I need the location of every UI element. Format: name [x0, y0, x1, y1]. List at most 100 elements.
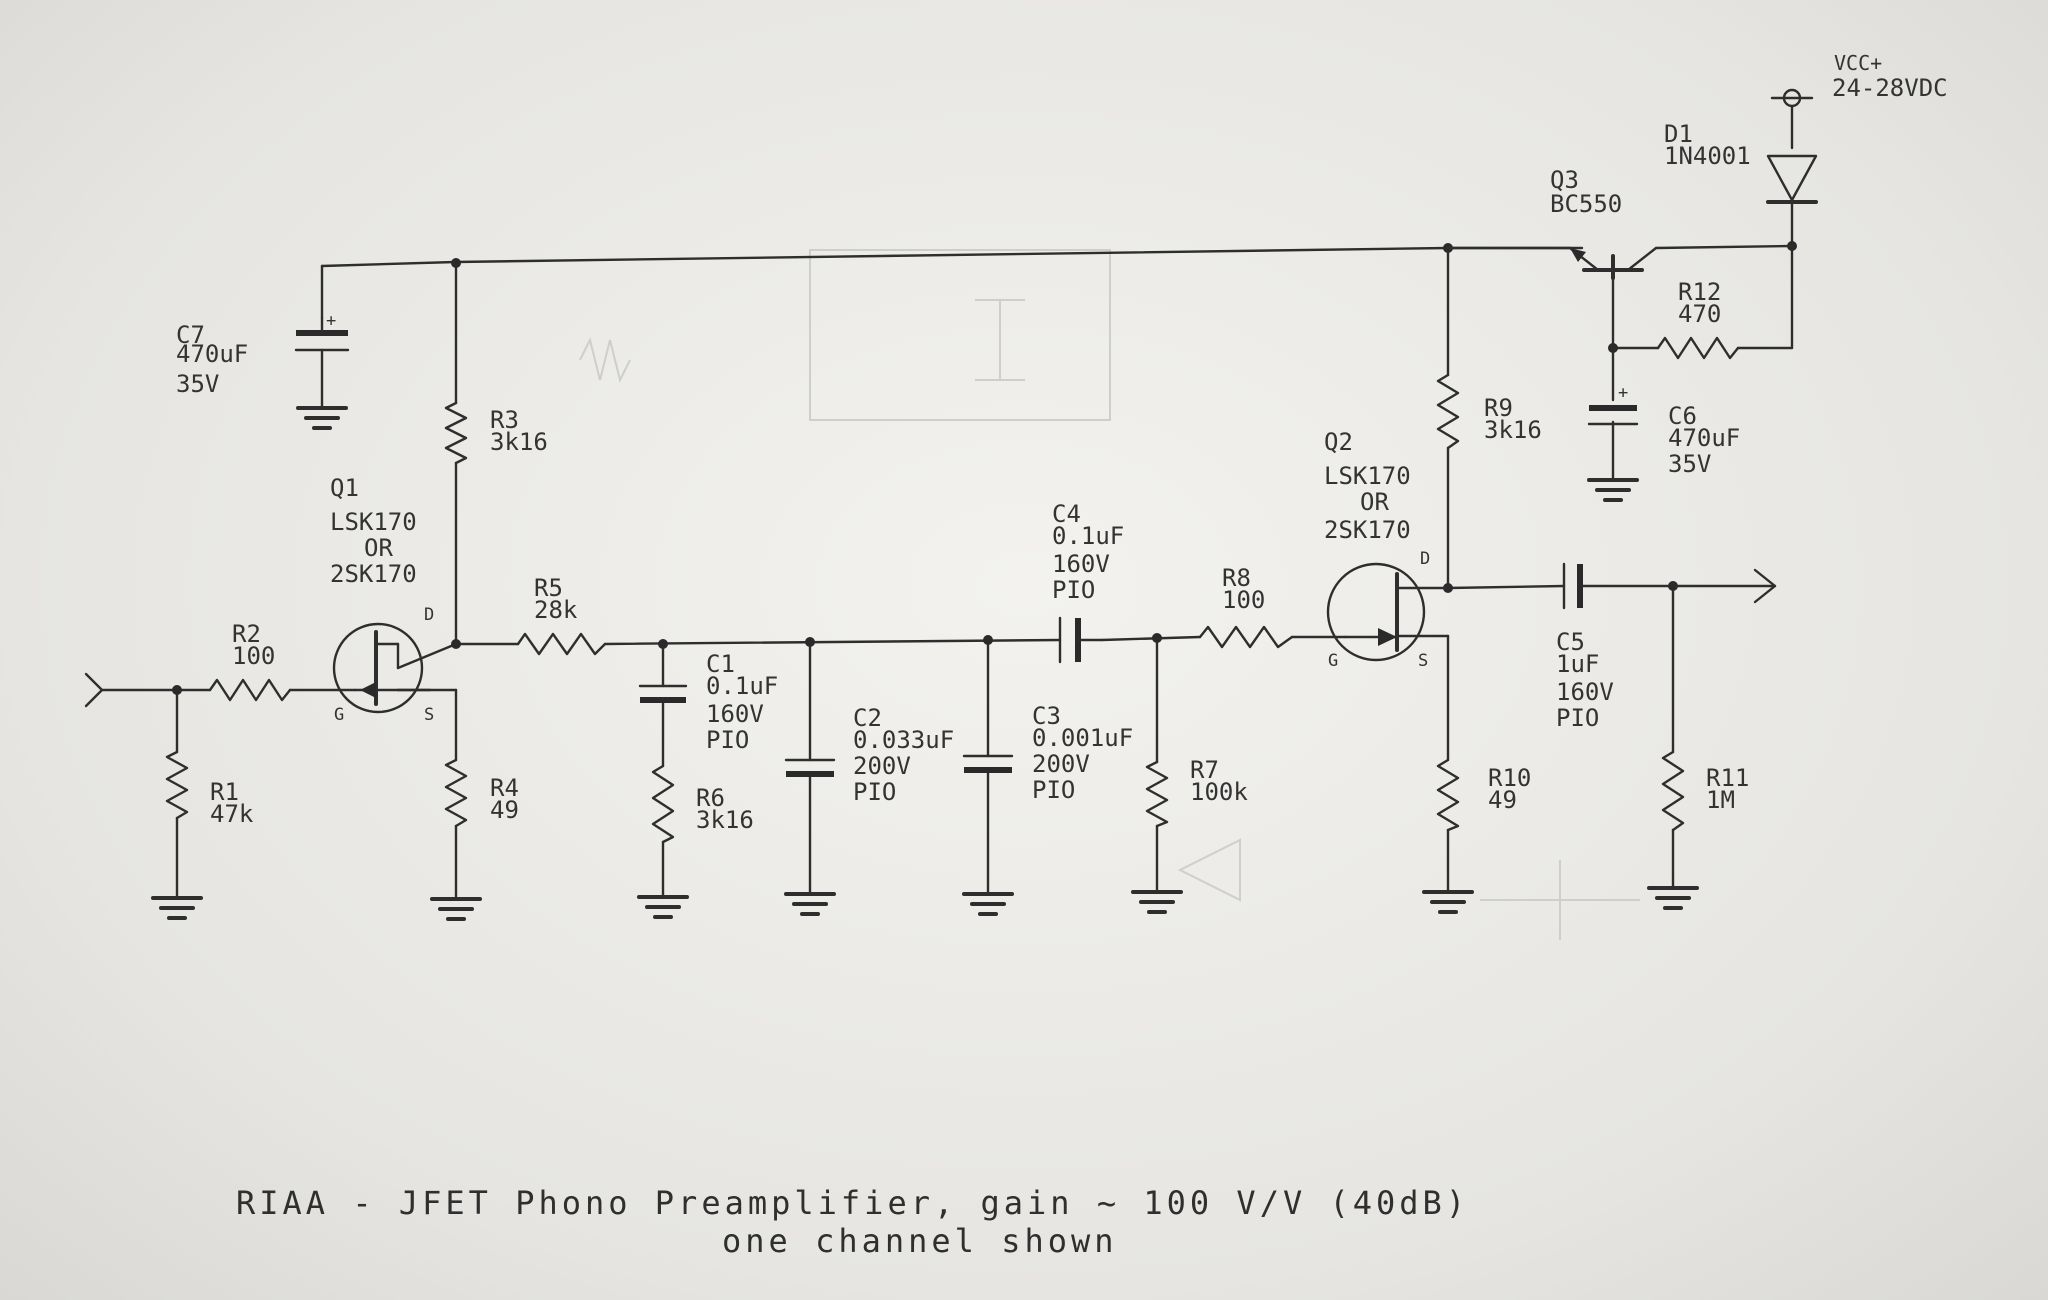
q1-gate-pin: G — [334, 705, 344, 725]
c1-ref: C1 — [706, 650, 735, 678]
diagram-title: RIAA - JFET Phono Preamplifier, gain ~ 1… — [236, 1184, 1469, 1222]
labels: VCC+ 24-28VDC C7 470uF 35V + R3 3k16 Q1 … — [176, 51, 1948, 1260]
r2-value: 100 — [232, 642, 275, 670]
c2-rating: 200V — [853, 752, 911, 780]
diode-d1 — [1766, 154, 1818, 204]
q1-ref: Q1 — [330, 474, 359, 502]
r10-value: 49 — [1488, 786, 1517, 814]
c6-rating: 35V — [1668, 450, 1711, 478]
q2-or: OR — [1360, 488, 1389, 516]
r7-ref: R7 — [1190, 756, 1219, 784]
c7-value: 470uF — [176, 340, 248, 368]
q2-ref: Q2 — [1324, 428, 1353, 456]
output-arrow — [1753, 568, 1777, 604]
capacitor-c1 — [638, 684, 688, 703]
d1-part: 1N4001 — [1664, 142, 1751, 170]
c1-value: 0.1uF — [706, 672, 778, 700]
bjt-q3 — [1446, 244, 1794, 280]
resistor-r10 — [1436, 758, 1460, 832]
r3-value: 3k16 — [490, 428, 548, 456]
junction-dots — [172, 241, 1797, 695]
vcc-voltage-label: 24-28VDC — [1832, 74, 1948, 102]
r7-value: 100k — [1190, 778, 1248, 806]
resistor-r1 — [165, 750, 189, 820]
c6-plus: + — [1618, 383, 1628, 403]
r2-ref: R2 — [232, 620, 261, 648]
q2-source-pin: S — [1418, 651, 1428, 671]
q2-drain-pin: D — [1420, 549, 1430, 569]
jfet-q2 — [1326, 562, 1450, 662]
d1-ref: D1 — [1664, 120, 1693, 148]
c5-value: 1uF — [1556, 650, 1599, 678]
c6-ref: C6 — [1668, 402, 1697, 430]
r3-ref: R3 — [490, 406, 519, 434]
resistor-r12 — [1656, 336, 1740, 360]
q1-source-pin: S — [424, 705, 434, 725]
r8-ref: R8 — [1222, 564, 1251, 592]
jfet-q1 — [332, 622, 424, 714]
vcc-label: VCC+ — [1834, 51, 1882, 75]
capacitor-c4 — [1058, 616, 1104, 664]
c2-type: PIO — [853, 778, 896, 806]
q2-part: LSK170 — [1324, 462, 1411, 490]
c2-value: 0.033uF — [853, 726, 954, 754]
c5-rating: 160V — [1556, 678, 1614, 706]
r11-value: 1M — [1706, 786, 1735, 814]
r12-value: 470 — [1678, 300, 1721, 328]
resistor-r6 — [651, 764, 675, 844]
ground-symbols — [151, 406, 1699, 921]
resistor-r9 — [1436, 373, 1460, 450]
r1-ref: R1 — [210, 778, 239, 806]
resistor-r8 — [1198, 625, 1294, 649]
q1-or: OR — [364, 534, 393, 562]
r5-ref: R5 — [534, 574, 563, 602]
r9-value: 3k16 — [1484, 416, 1542, 444]
q3-ref: Q3 — [1550, 166, 1579, 194]
c1-type: PIO — [706, 726, 749, 754]
r4-value: 49 — [490, 796, 519, 824]
c3-rating: 200V — [1032, 750, 1090, 778]
r6-value: 3k16 — [696, 806, 754, 834]
r12-ref: R12 — [1678, 278, 1721, 306]
c4-value: 0.1uF — [1052, 522, 1124, 550]
capacitor-c3 — [962, 754, 1014, 773]
c5-ref: C5 — [1556, 628, 1585, 656]
input-arrow — [84, 672, 104, 708]
diagram-subtitle: one channel shown — [722, 1222, 1118, 1260]
r4-ref: R4 — [490, 774, 519, 802]
c1-rating: 160V — [706, 700, 764, 728]
q3-part: BC550 — [1550, 190, 1622, 218]
c7-plus: + — [326, 311, 336, 331]
r6-ref: R6 — [696, 784, 725, 812]
resistor-r7 — [1145, 760, 1169, 828]
capacitor-c2 — [784, 758, 836, 777]
c3-type: PIO — [1032, 776, 1075, 804]
capacitor-c7 — [294, 316, 350, 408]
capacitor-c6 — [1587, 405, 1639, 426]
c4-rating: 160V — [1052, 550, 1110, 578]
resistor-r3 — [444, 401, 468, 465]
q2-gate-pin: G — [1328, 651, 1338, 671]
r11-ref: R11 — [1706, 764, 1749, 792]
r10-ref: R10 — [1488, 764, 1531, 792]
resistor-r5 — [516, 632, 607, 656]
vcc-terminal — [1770, 88, 1814, 108]
capacitor-c5 — [1562, 562, 1583, 610]
c4-type: PIO — [1052, 576, 1095, 604]
c7-rating: 35V — [176, 370, 219, 398]
c7-ref: C7 — [176, 321, 205, 349]
r1-value: 47k — [210, 800, 254, 828]
c2-ref: C2 — [853, 704, 882, 732]
resistor-r11 — [1661, 750, 1685, 832]
r5-value: 28k — [534, 596, 578, 624]
resistor-r2 — [208, 678, 292, 702]
q1-drain-pin: D — [424, 605, 434, 625]
c3-ref: C3 — [1032, 702, 1061, 730]
c6-value: 470uF — [1668, 424, 1740, 452]
r8-value: 100 — [1222, 586, 1265, 614]
q1-alt: 2SK170 — [330, 560, 417, 588]
c4-ref: C4 — [1052, 500, 1081, 528]
bleed-through-marks — [579, 249, 1640, 940]
